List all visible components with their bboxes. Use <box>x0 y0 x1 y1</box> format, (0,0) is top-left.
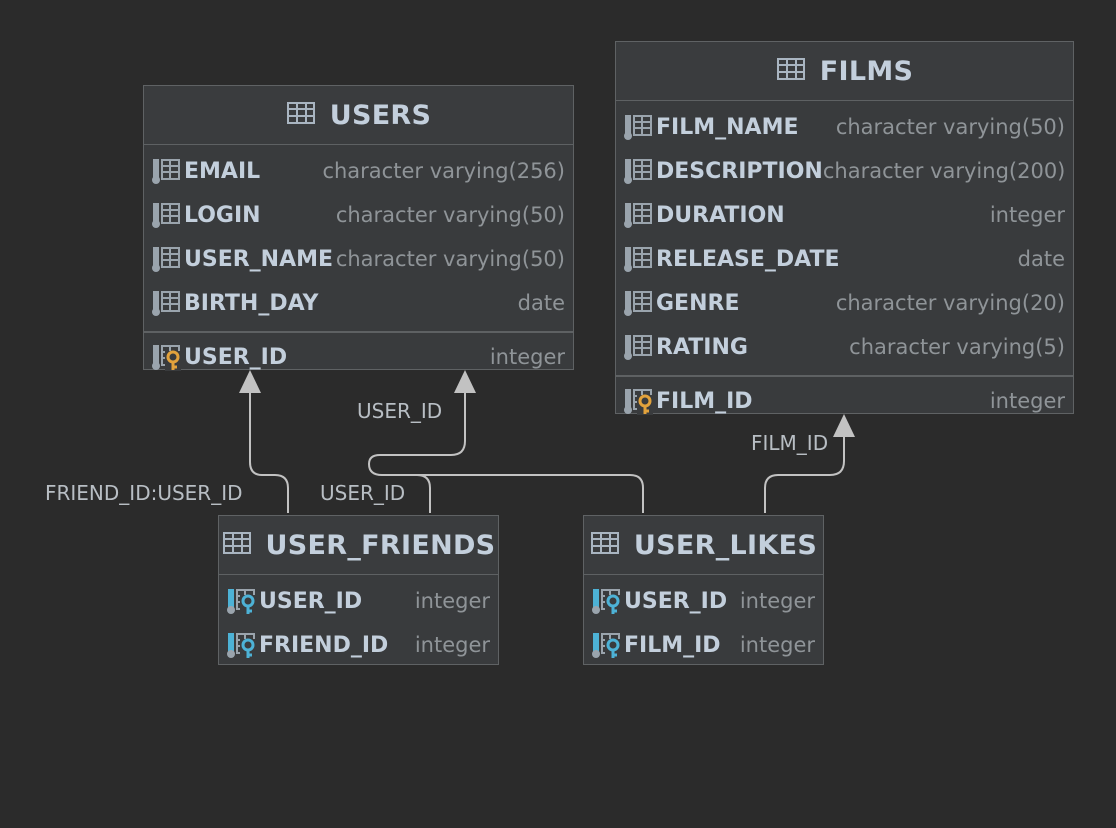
foreign-key-icon <box>592 588 624 615</box>
column-icon <box>624 158 656 184</box>
column-type: character varying(50) <box>335 247 565 271</box>
table-icon <box>776 57 806 85</box>
column-type: character varying(50) <box>835 115 1065 139</box>
table-header: USERS <box>144 86 573 145</box>
column-row[interactable]: LOGIN character varying(50) <box>144 193 573 237</box>
connector-likes-user <box>417 474 644 513</box>
column-type: integer <box>489 345 565 369</box>
column-type: integer <box>414 633 490 657</box>
key-row[interactable]: USER_ID integer <box>144 335 573 379</box>
key-separator <box>144 331 573 333</box>
foreign-key-icon <box>227 632 259 659</box>
foreign-key-icon <box>227 588 259 615</box>
column-row[interactable]: FILM_NAME character varying(50) <box>616 105 1073 149</box>
foreign-key-icon <box>592 632 624 659</box>
column-type: integer <box>414 589 490 613</box>
column-row[interactable]: FILM_ID integer <box>584 623 823 667</box>
table-icon <box>286 101 316 129</box>
key-row[interactable]: FILM_ID integer <box>616 379 1073 423</box>
table-name: USER_LIKES <box>633 529 818 561</box>
column-type: character varying(50) <box>335 203 565 227</box>
table-header: USER_LIKES <box>584 516 823 575</box>
column-type: character varying(200) <box>822 159 1066 183</box>
column-icon <box>624 114 656 140</box>
relation-label-friend-to-user: FRIEND_ID:USER_ID <box>45 481 243 505</box>
column-row[interactable]: GENRE character varying(20) <box>616 281 1073 325</box>
column-type: character varying(20) <box>835 291 1065 315</box>
column-icon <box>152 158 184 184</box>
primary-key-icon <box>624 388 656 415</box>
column-name: DESCRIPTION <box>656 158 823 184</box>
column-icon <box>624 290 656 316</box>
table-users[interactable]: USERS EMAIL character varying(256) LOGIN cha… <box>143 85 574 371</box>
connector-friend-to-user <box>249 392 289 513</box>
arrowhead-users-right <box>454 370 476 393</box>
column-name: LOGIN <box>184 202 261 228</box>
table-header: FILMS <box>616 42 1073 101</box>
column-icon <box>152 246 184 272</box>
relation-label-likes-user: USER_ID <box>357 399 443 423</box>
table-name: USER_FRIENDS <box>265 529 496 561</box>
column-name: RELEASE_DATE <box>656 246 840 272</box>
column-type: integer <box>739 633 815 657</box>
table-name: FILMS <box>819 55 914 87</box>
table-header: USER_FRIENDS <box>219 516 498 575</box>
connector-likes-film <box>764 436 845 513</box>
column-row[interactable]: EMAIL character varying(256) <box>144 149 573 193</box>
column-type: character varying(5) <box>849 335 1065 359</box>
column-name: DURATION <box>656 202 785 228</box>
column-row[interactable]: RELEASE_DATE date <box>616 237 1073 281</box>
primary-key-icon <box>152 344 184 371</box>
arrowhead-users-left <box>239 370 261 393</box>
column-icon <box>624 202 656 228</box>
column-icon <box>624 334 656 360</box>
arrowhead-films <box>833 414 855 437</box>
column-name: FILM_ID <box>624 632 721 658</box>
column-name: EMAIL <box>184 158 261 184</box>
column-name: FRIEND_ID <box>259 632 389 658</box>
column-type: character varying(256) <box>322 159 565 183</box>
column-name: USER_ID <box>259 588 363 614</box>
relation-label-likes-film: FILM_ID <box>751 431 829 455</box>
column-name: USER_ID <box>184 344 288 370</box>
relation-label-friends-user: USER_ID <box>320 481 406 505</box>
table-icon <box>590 531 620 559</box>
column-row[interactable]: RATING character varying(5) <box>616 325 1073 369</box>
column-name: RATING <box>656 334 748 360</box>
table-name: USERS <box>329 99 432 131</box>
column-type: date <box>517 291 565 315</box>
column-row[interactable]: DURATION integer <box>616 193 1073 237</box>
column-icon <box>152 202 184 228</box>
key-separator <box>616 375 1073 377</box>
column-type: integer <box>989 389 1065 413</box>
column-row[interactable]: BIRTH_DAY date <box>144 281 573 325</box>
table-films[interactable]: FILMS FILM_NAME character varying(50) DESCR… <box>615 41 1074 415</box>
column-name: BIRTH_DAY <box>184 290 319 316</box>
column-icon <box>624 246 656 272</box>
column-type: integer <box>739 589 815 613</box>
connector-friends-user <box>367 392 466 513</box>
column-type: date <box>1017 247 1065 271</box>
column-name: USER_NAME <box>184 246 334 272</box>
column-type: integer <box>989 203 1065 227</box>
table-icon <box>222 531 252 559</box>
column-name: FILM_NAME <box>656 114 799 140</box>
column-row[interactable]: USER_ID integer <box>584 579 823 623</box>
column-name: GENRE <box>656 290 740 316</box>
column-row[interactable]: FRIEND_ID integer <box>219 623 498 667</box>
column-icon <box>152 290 184 316</box>
column-name: USER_ID <box>624 588 728 614</box>
column-name: FILM_ID <box>656 388 753 414</box>
column-row[interactable]: USER_ID integer <box>219 579 498 623</box>
